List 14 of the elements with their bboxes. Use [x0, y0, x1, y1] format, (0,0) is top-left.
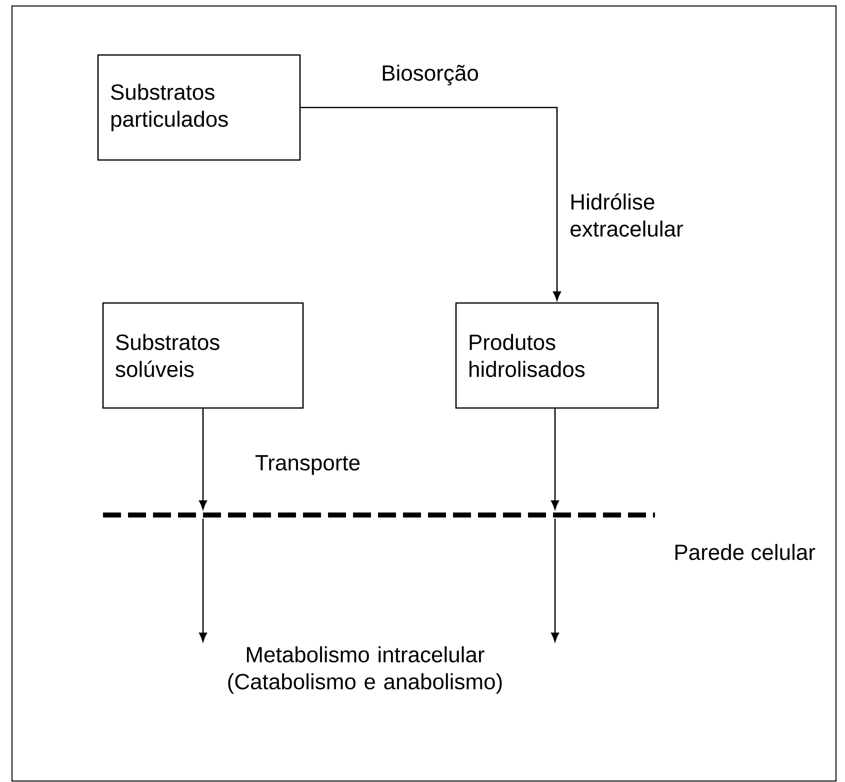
- process-text: Metabolismo intracelular (Catabolismo e anabolismo): [228, 646, 502, 694]
- arrow: [199, 518, 207, 642]
- arrow: [551, 518, 559, 642]
- process-label: Transporte: [256, 455, 360, 475]
- process-box: Substratos solúveis: [102, 302, 304, 409]
- edge-label: Biosorção: [382, 64, 478, 86]
- process-box: Substratos particulados: [97, 54, 301, 161]
- process-box: Produtos hidrolisados: [455, 302, 659, 409]
- wall-label: Parede celular: [675, 544, 816, 560]
- arrow: [551, 408, 559, 510]
- arrow: [199, 408, 207, 510]
- arrow: [300, 106, 561, 301]
- cell-wall-line: [103, 512, 655, 518]
- process-label: Hidrólise extracelular: [570, 193, 683, 237]
